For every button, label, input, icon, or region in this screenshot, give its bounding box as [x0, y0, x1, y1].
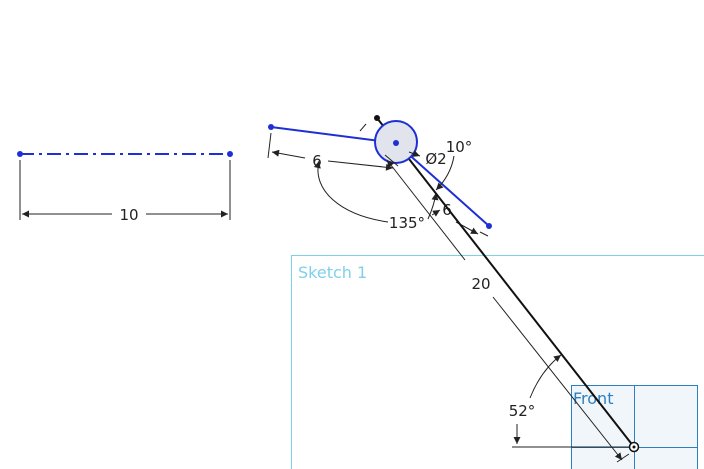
sketch-plane-label: Sketch 1	[298, 263, 367, 282]
dim-text-small-angle: 10°	[446, 138, 473, 156]
dim-text-obtuse-angle: 135°	[389, 214, 425, 232]
dimension-small-angle[interactable]: 10°	[435, 138, 473, 191]
construction-line[interactable]	[17, 151, 233, 157]
dimension-left-line-length[interactable]: 6	[267, 132, 394, 171]
dimension-construction-length[interactable]: 10	[19, 160, 231, 224]
main-line[interactable]	[374, 115, 635, 448]
construction-endpoint-left[interactable]	[17, 151, 23, 157]
hole-center-point[interactable]	[393, 140, 399, 146]
dimension-obtuse-angle[interactable]: 135°	[313, 160, 439, 232]
dimension-main-length[interactable]: 20	[386, 159, 630, 463]
dimension-main-angle[interactable]: 52°	[509, 354, 634, 448]
main-line-top-endpoint[interactable]	[374, 115, 380, 121]
front-plane[interactable]: Front	[571, 385, 698, 469]
dim-text-hole-diameter: Ø2	[425, 150, 446, 168]
right-line-endpoint[interactable]	[486, 223, 492, 229]
front-plane-label: Front	[573, 389, 613, 408]
left-line-endpoint[interactable]	[268, 124, 274, 130]
dim-text-main-length: 20	[471, 275, 490, 293]
construction-endpoint-right[interactable]	[227, 151, 233, 157]
sketch-plane[interactable]: Sketch 1	[291, 255, 704, 469]
origin-point[interactable]	[628, 441, 640, 453]
dim-text-left-line: 6	[312, 152, 322, 170]
dim-text-construction: 10	[119, 206, 138, 224]
dim-text-right-line: 6	[442, 201, 452, 219]
dimension-hole-diameter[interactable]: Ø2	[359, 123, 447, 168]
dim-text-main-angle: 52°	[509, 402, 536, 420]
hole-circle[interactable]	[374, 120, 418, 164]
